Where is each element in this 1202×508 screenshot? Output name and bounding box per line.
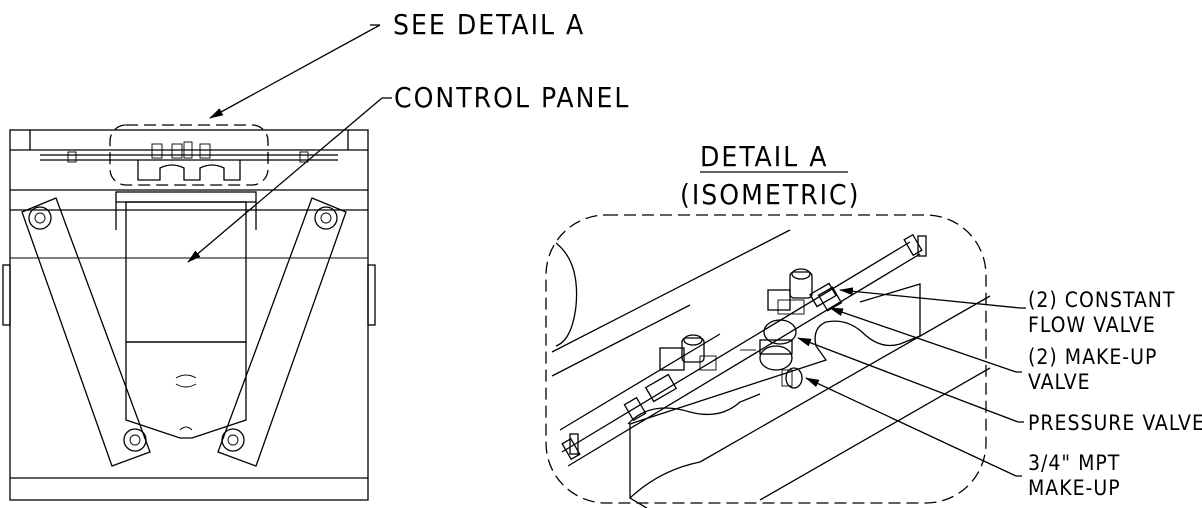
control-panel-label: CONTROL PANEL — [394, 81, 630, 114]
makeup-valve-leader — [829, 307, 1017, 373]
unit-top-view — [2, 124, 376, 501]
constant-flow-leader — [839, 287, 1021, 309]
right-solenoid-valve — [767, 268, 837, 315]
left-solenoid-valve — [644, 334, 717, 403]
detail-a-boundary — [545, 214, 987, 504]
mpt-label-line2: MAKE-UP — [1028, 476, 1121, 500]
see-detail-leader — [209, 24, 381, 119]
pressure-valve — [740, 319, 797, 371]
detail-a-view — [545, 214, 991, 508]
makeup-valve-label-line1: (2) MAKE-UP — [1028, 345, 1157, 369]
detail-title: DETAIL A — [700, 140, 828, 173]
detail-subtitle: (ISOMETRIC) — [680, 178, 860, 211]
constant-flow-label-line2: FLOW VALVE — [1028, 313, 1156, 337]
right-strut — [217, 197, 347, 467]
makeup-valve-label-line2: VALVE — [1028, 370, 1091, 394]
mpt-fitting — [781, 367, 803, 389]
constant-flow-label-line1: (2) CONSTANT — [1028, 288, 1175, 312]
control-panel-leader — [187, 97, 383, 263]
top-valves — [67, 141, 309, 163]
left-strut — [21, 197, 151, 467]
pressure-valve-leader — [797, 337, 1019, 423]
pressure-valve-label: PRESSURE VALVE — [1028, 411, 1202, 435]
mpt-leader — [805, 377, 1017, 477]
control-panel — [115, 191, 257, 439]
see-detail-label: SEE DETAIL A — [393, 8, 585, 41]
mpt-label-line1: 3/4" MPT — [1028, 451, 1120, 475]
detail-a-outline — [109, 124, 269, 186]
